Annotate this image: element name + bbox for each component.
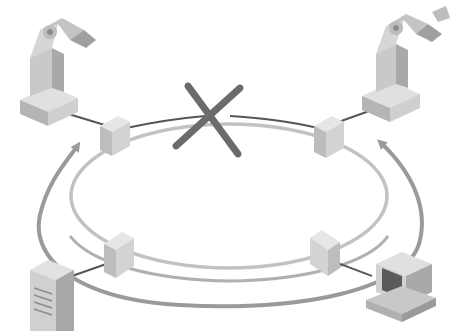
link-break-cross-icon [176, 86, 240, 154]
workstation-link [335, 262, 372, 276]
robot-arm-left-icon [20, 18, 96, 126]
desktop-computer-icon [366, 252, 436, 322]
switch-top-right-icon [314, 116, 344, 158]
robot-arm-right-icon [362, 6, 450, 122]
switch-bottom-right-icon [310, 230, 340, 276]
tower-server-icon [30, 260, 74, 331]
switch-top-left-icon [100, 116, 130, 156]
switch-bottom-left-icon [104, 232, 134, 278]
